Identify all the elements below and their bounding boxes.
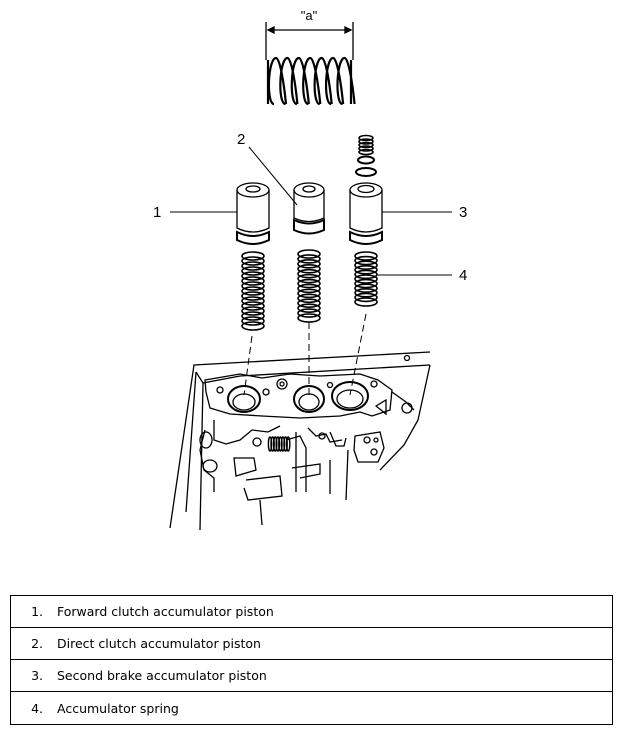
spring-coil [297,293,321,304]
legend-row: 1. Forward clutch accumulator piston [11,596,612,628]
legend-row: 3. Second brake accumulator piston [11,660,612,692]
spring-coil [297,313,321,323]
leader-lines [170,146,452,276]
legend-text: Direct clutch accumulator piston [57,636,261,651]
legend-text: Accumulator spring [57,700,179,716]
legend-number: 2. [31,636,43,651]
spring-coil [358,141,374,149]
spring-coil [297,308,321,318]
legend-number: 1. [31,604,43,619]
spring-coil [297,288,321,299]
spring-coil [285,436,291,452]
spring-coil [354,292,378,303]
callout-1: 1 [153,204,161,221]
spring-coil [297,303,321,313]
spring-coil [241,271,265,281]
spring-coil [241,301,265,311]
valve-body [169,351,431,531]
spring-coil [297,249,321,259]
spring-coil [297,259,321,269]
spring-coil [354,260,378,271]
spring-coil [358,148,374,156]
spring-dimension-detail: "a" [265,8,356,106]
spring-coil [354,255,378,266]
spring-coil [354,264,378,275]
second-brake-accumulator-piston [349,134,383,245]
spring-coil [297,278,321,289]
spring-coil [241,306,265,316]
spring-coil [241,256,265,266]
spring-coil [241,281,265,291]
spring-coil [354,251,378,261]
parts-legend-table: 1. Forward clutch accumulator piston 2. … [10,595,613,725]
spring-coil [297,273,321,284]
spring-coil [241,296,265,306]
legend-row: 2. Direct clutch accumulator piston [11,628,612,660]
spring-coil [354,297,378,307]
dimension-label: "a" [301,8,318,23]
spring-coil [267,56,356,106]
spring-coil [354,287,378,298]
spring-coil [297,283,321,294]
direct-clutch-accumulator-piston [293,182,325,235]
legend-number: 3. [31,668,43,683]
callout-4: 4 [459,267,467,284]
spring-coil [297,263,321,274]
spring-coil [241,261,265,271]
legend-number: 4. [31,700,43,716]
legend-row: 4. Accumulator spring [11,692,612,724]
accumulator-springs [241,249,378,331]
spring-coil [241,276,265,286]
spring-coil [358,134,374,142]
spring-coil [354,269,378,280]
legend-text: Forward clutch accumulator piston [57,604,274,619]
forward-clutch-accumulator-piston [236,182,270,245]
callout-2: 2 [237,131,245,148]
spring-coil [241,316,265,326]
spring-coil [358,145,374,152]
spring-coil [241,291,265,301]
spring-coil [241,286,265,296]
spring-coil [297,254,321,264]
spring-coil [354,283,378,294]
spring-coil [241,311,265,321]
spring-coil [354,278,378,289]
spring-coil [241,321,265,331]
spring-coil [241,266,265,276]
spring-coil [241,251,265,261]
spring-coil [297,298,321,309]
spring-coil [297,268,321,279]
spring-coil [354,274,378,284]
spring-coil [358,138,374,145]
accumulator-exploded-diagram: "a" 1 2 3 4 [153,8,467,531]
legend-text: Second brake accumulator piston [57,668,267,683]
callout-3: 3 [459,204,467,221]
